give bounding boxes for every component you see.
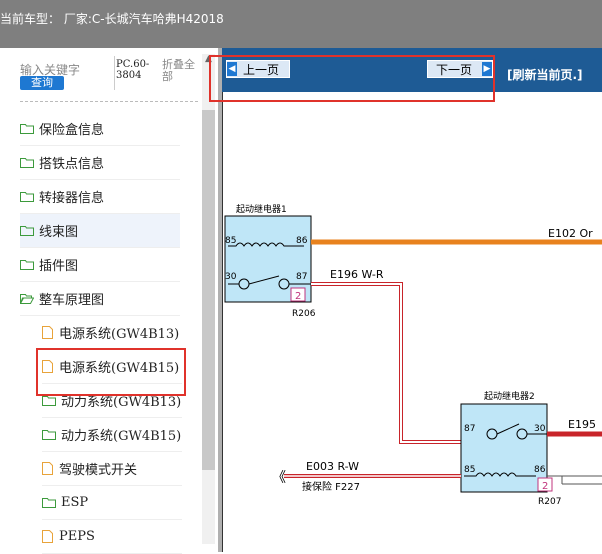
relay2-pin85: 85 bbox=[464, 465, 475, 475]
document-icon bbox=[42, 326, 53, 339]
tree-item-label: 保险盒信息 bbox=[39, 123, 105, 138]
tree-item-label: 插件图 bbox=[39, 259, 79, 274]
relay2-box bbox=[460, 403, 548, 493]
relay1-ref: R206 bbox=[292, 309, 316, 319]
wire-e196 bbox=[311, 282, 461, 444]
tree-item-label: 转接器信息 bbox=[39, 191, 105, 206]
sidebar: 输入关键字 查询 PC.60-3804 折叠全部 ▲ 保险盒信息 搭铁点信息 转… bbox=[0, 48, 218, 554]
scroll-thumb[interactable] bbox=[202, 110, 215, 470]
tree-item-label: 线束图 bbox=[39, 225, 79, 240]
diagram-viewer: ◀ 上一页 下一页 ▶ [刷新当前页.] 起动继电器1 85 86 30 87 … bbox=[222, 48, 602, 552]
tree-item-label: 驾驶模式开关 bbox=[59, 463, 138, 478]
tree-item-label: 电源系统(GW4B13) bbox=[59, 327, 180, 342]
document-icon bbox=[42, 360, 53, 373]
arrow-right-icon: ▶ bbox=[482, 62, 492, 76]
relay2-badge-box bbox=[537, 477, 553, 492]
tree-item-drive-mode[interactable]: 驾驶模式开关 bbox=[42, 452, 182, 486]
document-icon bbox=[42, 530, 53, 543]
tree-item-powertrain-gw4b15[interactable]: 动力系统(GW4B15) bbox=[42, 418, 182, 452]
folder-icon bbox=[42, 429, 56, 440]
next-page-label: 下一页 bbox=[436, 62, 473, 77]
tree-item-adapter[interactable]: 转接器信息 bbox=[20, 180, 180, 214]
next-page-button[interactable]: 下一页 ▶ bbox=[427, 60, 493, 78]
highlight-page-nav bbox=[209, 55, 495, 102]
vehicle-title: 当前车型： 厂家:C-长城汽车哈弗H42018 bbox=[0, 12, 224, 26]
relay2-pin30: 30 bbox=[534, 424, 546, 434]
tree-item-schematic[interactable]: 整车原理图 bbox=[20, 282, 180, 316]
relay1-coil bbox=[228, 242, 304, 247]
tree-item-label: 动力系统(GW4B15) bbox=[61, 429, 182, 444]
highlight-power-gw4b15 bbox=[36, 348, 186, 396]
tree-item-harness[interactable]: 线束图 bbox=[20, 214, 180, 248]
viewer-border bbox=[222, 92, 223, 552]
folder-icon bbox=[20, 157, 34, 168]
arrow-left-icon: ◀ bbox=[227, 62, 237, 76]
tree-item-peps[interactable]: PEPS bbox=[42, 520, 182, 554]
prev-page-label: 上一页 bbox=[243, 62, 280, 77]
title-bar: 当前车型： 厂家:C-长城汽车哈弗H42018 bbox=[0, 0, 602, 48]
relay2-pin87: 87 bbox=[464, 424, 475, 434]
wire-e196-label: E196 W-R bbox=[330, 268, 384, 281]
wire-e195-label: E195 bbox=[568, 418, 596, 431]
dashed-divider bbox=[20, 101, 198, 102]
tree-item-label: 整车原理图 bbox=[39, 293, 105, 308]
relay1-label: 起动继电器1 bbox=[236, 203, 287, 215]
tree-item-power-gw4b13[interactable]: 电源系统(GW4B13) bbox=[42, 316, 182, 350]
query-button[interactable]: 查询 bbox=[20, 76, 64, 90]
tree-item-ground-points[interactable]: 搭铁点信息 bbox=[20, 146, 180, 180]
tree-item-power-gw4b15[interactable]: 电源系统(GW4B15) bbox=[42, 350, 182, 384]
folder-icon bbox=[20, 259, 34, 270]
folder-icon bbox=[20, 123, 34, 134]
tree-item-connector[interactable]: 插件图 bbox=[20, 248, 180, 282]
wire-e003-label: E003 R-W bbox=[306, 460, 359, 473]
refresh-page-button[interactable]: [刷新当前页.] bbox=[507, 68, 583, 82]
folder-icon bbox=[20, 191, 34, 202]
relay1-pin87: 87 bbox=[296, 272, 307, 282]
tree-item-label: 电源系统(GW4B15) bbox=[59, 361, 180, 376]
relay1-pin85: 85 bbox=[225, 236, 236, 246]
tree-item-label: PEPS bbox=[59, 529, 95, 544]
relay2-ref: R207 bbox=[538, 497, 561, 507]
divider bbox=[114, 56, 115, 90]
folder-icon bbox=[42, 497, 56, 508]
tree-item-label: 动力系统(GW4B13) bbox=[61, 395, 182, 410]
connector-arrow-icon: 《 bbox=[272, 470, 286, 486]
scroll-up-icon[interactable]: ▲ bbox=[205, 54, 212, 64]
tree-item-label: ESP bbox=[61, 495, 89, 510]
folder-icon bbox=[20, 225, 34, 236]
tree-item-fuse-box[interactable]: 保险盒信息 bbox=[20, 112, 180, 146]
prev-page-button[interactable]: ◀ 上一页 bbox=[226, 60, 290, 78]
version-label: PC.60-3804 bbox=[116, 59, 150, 81]
folder-open-icon bbox=[20, 293, 34, 304]
collapse-all-button[interactable]: 折叠全部 bbox=[162, 58, 195, 83]
tree-item-label: 搭铁点信息 bbox=[39, 157, 105, 172]
relay1-badge-box bbox=[290, 287, 306, 302]
relay1-pin30: 30 bbox=[225, 272, 237, 282]
sidebar-scrollbar[interactable]: ▲ bbox=[202, 54, 215, 544]
relay2-label: 起动继电器2 bbox=[484, 390, 535, 402]
folder-icon bbox=[42, 395, 56, 406]
pane-splitter[interactable] bbox=[218, 48, 222, 552]
tree-item-powertrain-gw4b13[interactable]: 动力系统(GW4B13) bbox=[42, 384, 182, 418]
relay1-pin86: 86 bbox=[296, 236, 308, 246]
relay2-badge: 2 bbox=[542, 481, 548, 492]
search-input[interactable]: 输入关键字 bbox=[20, 63, 81, 77]
document-icon bbox=[42, 462, 53, 475]
tree-item-esp[interactable]: ESP bbox=[42, 486, 182, 520]
wire-e102-label: E102 Or bbox=[548, 227, 593, 240]
wiring-diagram: 起动继电器1 85 86 30 87 2 R206 E102 Or E196 W… bbox=[224, 203, 602, 507]
relay1-badge: 2 bbox=[295, 291, 301, 302]
fuse-label: 接保险 F227 bbox=[302, 480, 360, 493]
relay2-pin86: 86 bbox=[534, 465, 546, 475]
